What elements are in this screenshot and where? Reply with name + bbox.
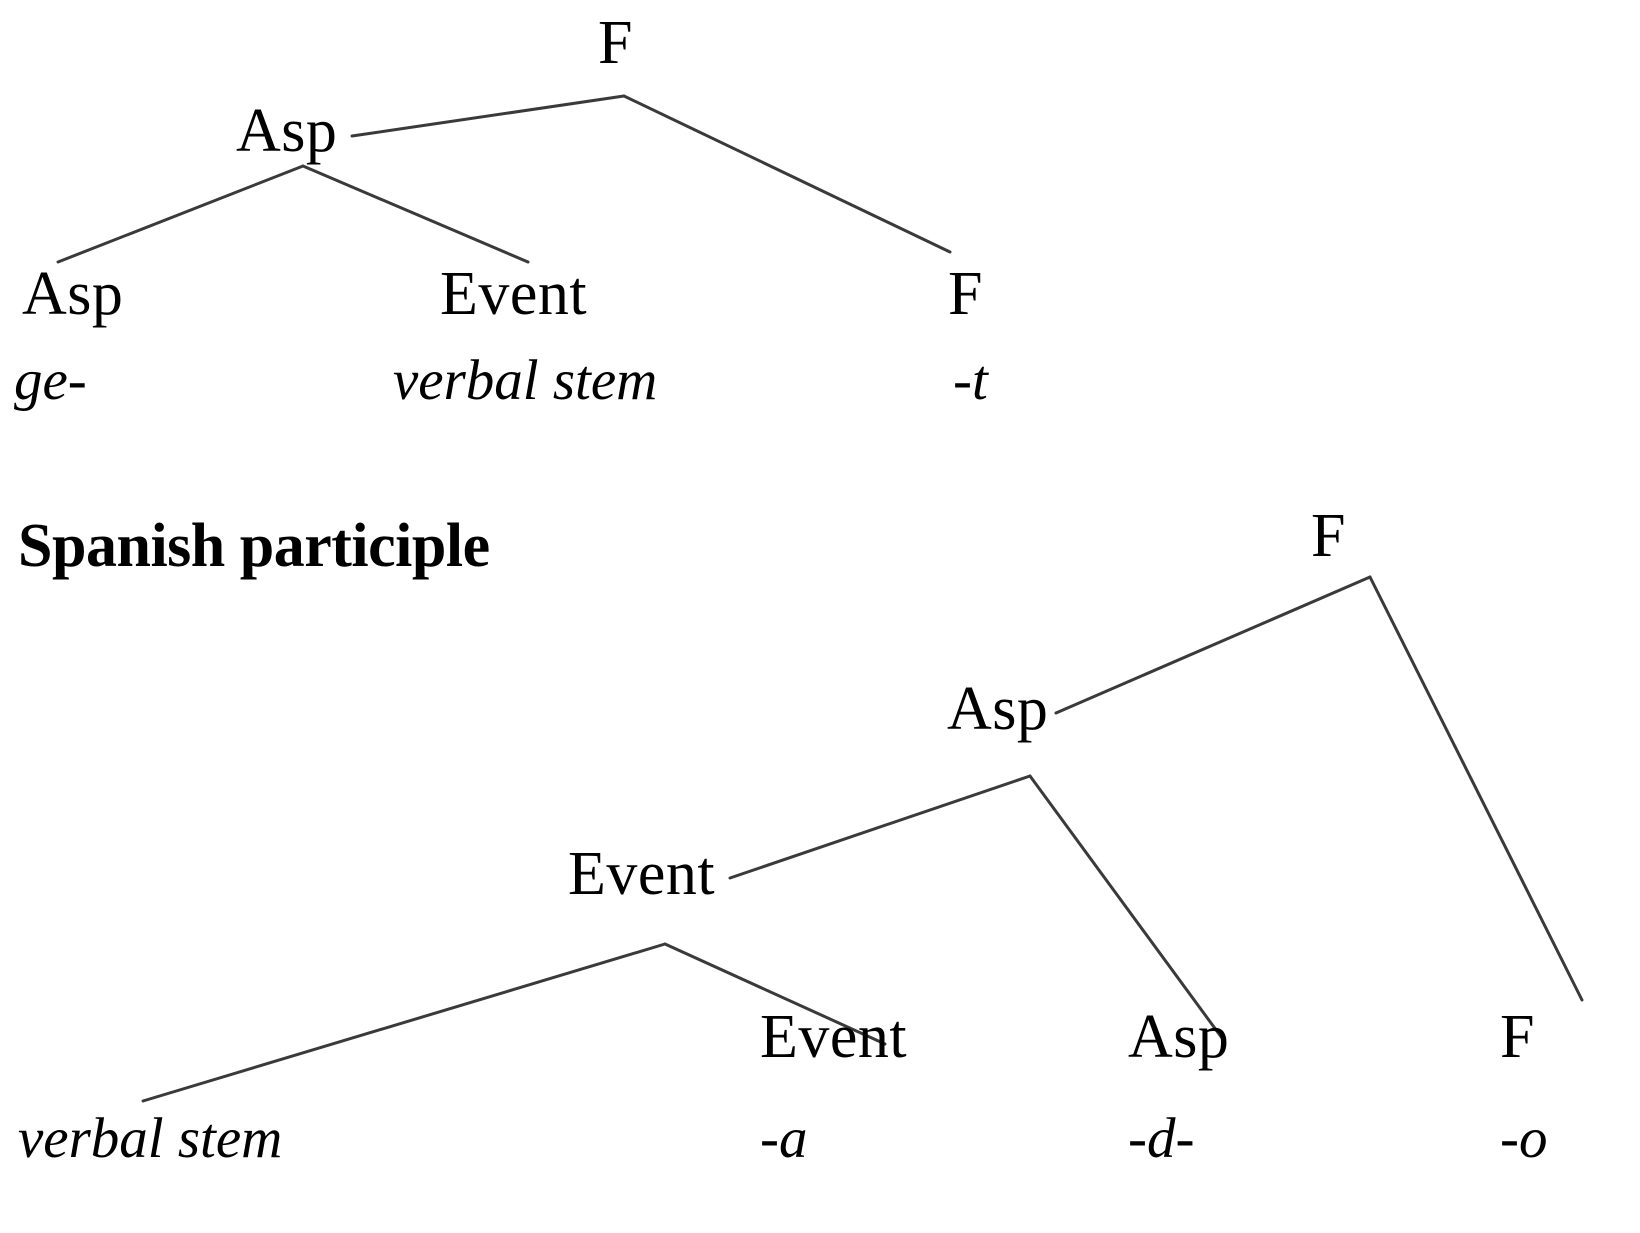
tree-branch-t2-event-mid-to-t2-morph-stem <box>141 942 667 1103</box>
morpheme-label-t1-morph-stem: verbal stem <box>393 349 658 412</box>
tree-branch-t1-asp-mid-to-t1-event <box>301 164 530 264</box>
branch-lines <box>56 94 1584 1103</box>
tree-branch-t1-asp-mid-to-t1-asp-leaf <box>56 164 305 264</box>
tree-branch-t2-asp-mid-to-t2-event-mid <box>728 774 1032 880</box>
tree-node-t2-f-leaf: F <box>1500 1003 1535 1071</box>
tree-node-t1-f-leaf: F <box>948 260 983 328</box>
tree-node-t1-f-root: F <box>598 9 633 77</box>
tree-node-t2-event-leaf: Event <box>760 1003 908 1071</box>
tree-node-t1-asp-mid: Asp <box>236 97 338 165</box>
tree-node-t2-asp-leaf: Asp <box>1128 1003 1230 1071</box>
section-heading-spanish-participle: Spanish participle <box>18 512 490 580</box>
tree-branch-t1-f-root-to-t1-asp-mid <box>350 94 626 138</box>
tree-node-t2-f-root: F <box>1311 502 1346 570</box>
tree-branch-t2-f-root-to-t2-f-leaf <box>1368 575 1584 1002</box>
morpheme-label-t1-morph-t: -t <box>953 349 988 412</box>
morpheme-label-t2-morph-a: -a <box>760 1107 808 1170</box>
tree-node-t1-asp-leaf: Asp <box>22 260 124 328</box>
tree-branch-t2-event-mid-to-t2-event-leaf <box>663 942 887 1046</box>
tree-branch-t2-asp-mid-to-t2-asp-leaf <box>1028 774 1224 1040</box>
morpheme-label-t1-morph-ge: ge- <box>14 349 87 412</box>
tree-branch-t1-f-root-to-t1-f-leaf <box>622 94 952 254</box>
morpheme-label-t2-morph-d: -d- <box>1128 1107 1195 1170</box>
morpheme-label-t2-morph-o: -o <box>1500 1107 1548 1170</box>
tree-node-t2-event-mid: Event <box>568 840 716 908</box>
tree-node-t1-event: Event <box>440 260 588 328</box>
morpheme-label-t2-morph-stem: verbal stem <box>18 1107 283 1170</box>
tree-node-t2-asp-mid: Asp <box>947 675 1049 743</box>
tree-branch-t2-f-root-to-t2-asp-mid <box>1054 575 1372 715</box>
